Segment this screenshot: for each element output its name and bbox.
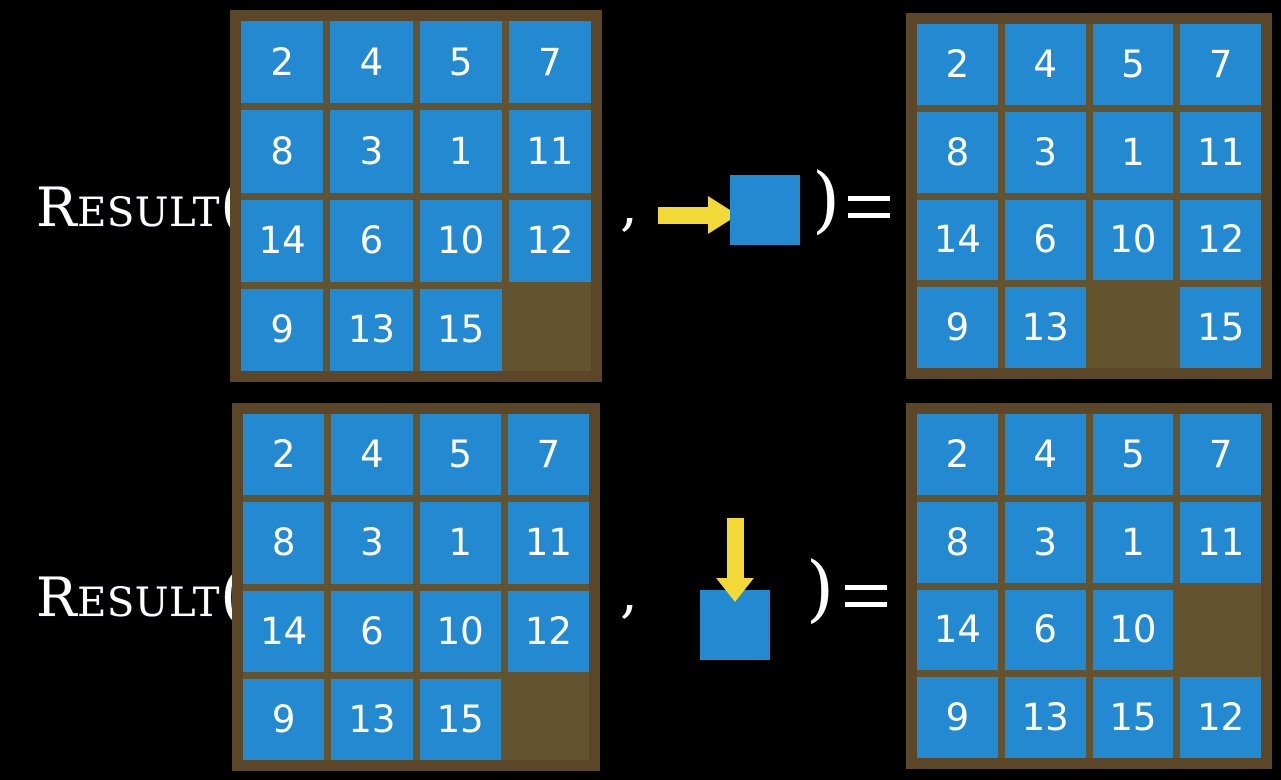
tile[interactable]: 7 xyxy=(1180,414,1261,495)
tile[interactable]: 14 xyxy=(241,199,324,282)
tile[interactable]: 2 xyxy=(917,24,998,105)
close-paren-row2: ) xyxy=(806,546,835,630)
tile[interactable]: 9 xyxy=(243,678,325,760)
comma-separator-row2: , xyxy=(620,560,638,625)
tile[interactable]: 11 xyxy=(507,502,589,584)
result-label-rest-row1: ESULT xyxy=(77,190,220,236)
tile[interactable]: 6 xyxy=(1004,199,1086,281)
tile[interactable]: 3 xyxy=(330,110,413,193)
tile[interactable]: 3 xyxy=(331,502,413,584)
arrow-right-icon xyxy=(658,196,738,234)
tile[interactable]: 4 xyxy=(1004,414,1086,495)
tile[interactable]: 6 xyxy=(330,199,413,282)
output-board-bottom[interactable]: 2 4 5 7 8 3 1 11 14 6 10 9 13 15 12 xyxy=(906,403,1272,769)
tile[interactable]: 1 xyxy=(1092,111,1174,193)
output-board-top-grid: 2 4 5 7 8 3 1 11 14 6 10 12 9 13 15 xyxy=(917,24,1261,368)
tile[interactable]: 4 xyxy=(330,21,413,104)
tile[interactable]: 15 xyxy=(419,678,501,760)
input-board-bottom-grid: 2 4 5 7 8 3 1 11 14 6 10 12 9 13 15 xyxy=(243,414,589,760)
output-board-top[interactable]: 2 4 5 7 8 3 1 11 14 6 10 12 9 13 15 xyxy=(906,13,1272,379)
equals-sign-row1 xyxy=(848,196,890,218)
tile[interactable]: 1 xyxy=(1092,501,1174,583)
tile[interactable]: 13 xyxy=(1004,677,1086,758)
tile[interactable]: 10 xyxy=(419,199,502,282)
output-board-bottom-grid: 2 4 5 7 8 3 1 11 14 6 10 9 13 15 12 xyxy=(917,414,1261,758)
tile[interactable]: 5 xyxy=(1092,24,1174,105)
tile[interactable]: 15 xyxy=(419,288,502,371)
equals-sign-row2 xyxy=(845,585,887,607)
tile[interactable]: 12 xyxy=(508,199,591,282)
tile[interactable]: 4 xyxy=(1004,24,1086,105)
tile[interactable]: 5 xyxy=(419,21,502,104)
tile-empty[interactable] xyxy=(509,289,591,371)
tile-empty[interactable] xyxy=(1093,287,1174,368)
tile[interactable]: 5 xyxy=(419,414,501,496)
tile[interactable]: 10 xyxy=(419,590,501,672)
tile[interactable]: 1 xyxy=(419,502,501,584)
arrow-down-icon xyxy=(716,518,754,602)
tile[interactable]: 8 xyxy=(243,502,325,584)
tile[interactable]: 7 xyxy=(1180,24,1261,105)
tile[interactable]: 2 xyxy=(917,414,998,495)
tile[interactable]: 3 xyxy=(1004,501,1086,583)
result-label-rest-row2: ESULT xyxy=(77,580,220,626)
tile[interactable]: 14 xyxy=(243,590,325,672)
tile[interactable]: 12 xyxy=(507,590,589,672)
tile[interactable]: 11 xyxy=(1180,111,1261,193)
tile[interactable]: 12 xyxy=(1180,677,1261,758)
result-label-row2: RESULT( xyxy=(36,558,245,631)
tile[interactable]: 6 xyxy=(1004,589,1086,671)
tile[interactable]: 7 xyxy=(507,414,589,496)
result-label-initial-row2: R xyxy=(36,566,78,629)
tile[interactable]: 8 xyxy=(241,110,324,193)
tile[interactable]: 13 xyxy=(330,288,413,371)
move-right-tile-indicator xyxy=(730,175,800,245)
tile[interactable]: 9 xyxy=(241,288,324,371)
tile[interactable]: 8 xyxy=(917,111,998,193)
input-board-top-grid: 2 4 5 7 8 3 1 11 14 6 10 12 9 13 15 xyxy=(241,21,591,371)
tile[interactable]: 11 xyxy=(508,110,591,193)
input-board-top[interactable]: 2 4 5 7 8 3 1 11 14 6 10 12 9 13 15 xyxy=(230,10,602,382)
result-label-initial-row1: R xyxy=(36,176,78,239)
tile[interactable]: 13 xyxy=(1004,287,1086,368)
tile[interactable]: 9 xyxy=(917,677,998,758)
tile[interactable]: 4 xyxy=(331,414,413,496)
tile[interactable]: 2 xyxy=(241,21,324,104)
tile[interactable]: 13 xyxy=(331,678,413,760)
tile[interactable]: 8 xyxy=(917,501,998,583)
tile[interactable]: 1 xyxy=(419,110,502,193)
tile[interactable]: 10 xyxy=(1092,199,1174,281)
tile[interactable]: 15 xyxy=(1092,677,1174,758)
tile[interactable]: 2 xyxy=(243,414,325,496)
tile[interactable]: 9 xyxy=(917,287,998,368)
comma-separator-row1: , xyxy=(620,173,638,238)
tile-empty[interactable] xyxy=(508,679,589,760)
tile[interactable]: 14 xyxy=(917,199,998,281)
tile[interactable]: 6 xyxy=(331,590,413,672)
tile[interactable]: 14 xyxy=(917,589,998,671)
tile[interactable]: 12 xyxy=(1180,199,1261,281)
tile[interactable]: 15 xyxy=(1180,287,1261,368)
result-label-row1: RESULT( xyxy=(36,168,245,241)
tile[interactable]: 10 xyxy=(1092,589,1174,671)
tile[interactable]: 11 xyxy=(1180,501,1261,583)
tile[interactable]: 3 xyxy=(1004,111,1086,193)
input-board-bottom[interactable]: 2 4 5 7 8 3 1 11 14 6 10 12 9 13 15 xyxy=(232,403,600,771)
tile-empty[interactable] xyxy=(1180,590,1261,671)
close-paren-row1: ) xyxy=(812,157,841,241)
tile[interactable]: 7 xyxy=(508,21,591,104)
tile[interactable]: 5 xyxy=(1092,414,1174,495)
